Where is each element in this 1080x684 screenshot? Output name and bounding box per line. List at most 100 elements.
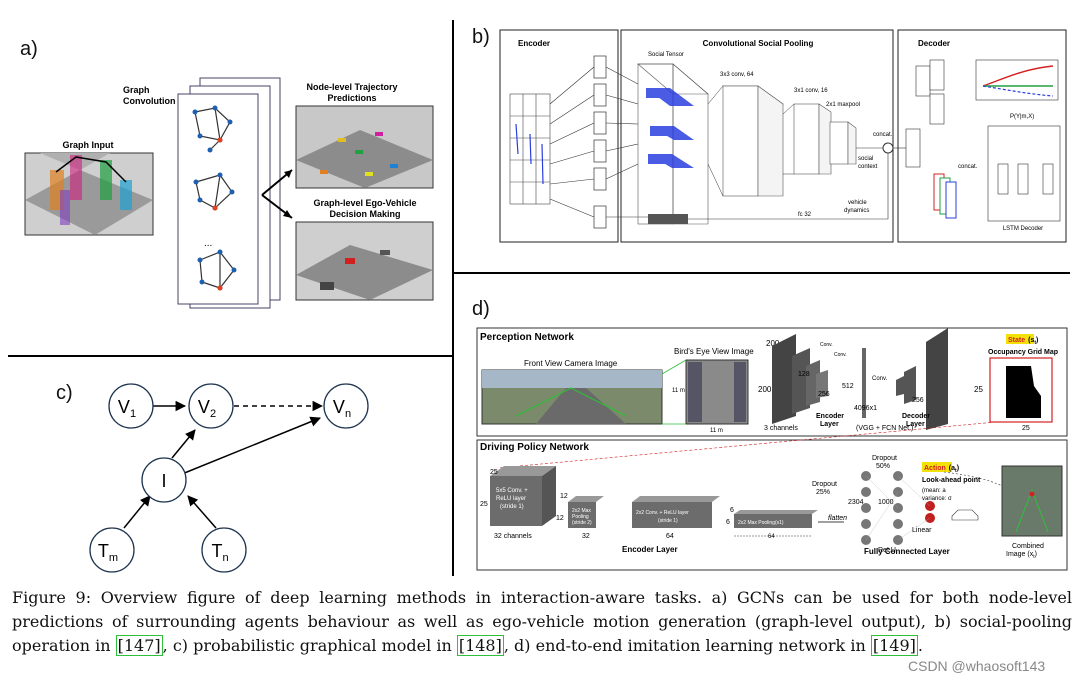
d-front-view-label: Front View Camera Image	[524, 359, 618, 368]
d-2304: 2304	[848, 499, 864, 506]
graph-level-label-2: Decision Making	[329, 209, 400, 219]
node-tm	[89, 527, 135, 573]
svg-text:V1: V1	[118, 397, 136, 420]
b-conv2-label: 3x1 conv, 16	[794, 88, 828, 94]
d-car-icon	[951, 509, 979, 521]
d-policy-title: Driving Policy Network	[480, 442, 589, 453]
d-state-label: State(st)	[1008, 337, 1038, 346]
d-3-channels: 3 channels	[764, 425, 798, 432]
b-pdist-label: P(Y|m,X)	[1010, 114, 1034, 120]
d-action-highlight	[922, 462, 952, 472]
d-conv5-2: ReLU layer	[496, 496, 526, 502]
b-fc-label: fc 32	[798, 212, 812, 218]
d-conv2x2: 2x2 Conv. + ReLU layer	[636, 510, 689, 516]
d-variance: variance: σ	[922, 496, 952, 502]
b-social-context-1: social	[858, 156, 873, 162]
panel-a-letter: a)	[20, 38, 38, 60]
d-p64b: 64	[768, 534, 775, 540]
panel-d-figure: Perception Network Front View Camera Ima…	[476, 327, 1068, 571]
b-decoder-title: Decoder	[918, 39, 950, 48]
d-perception-title: Perception Network	[480, 332, 574, 343]
d-action-label: Action(at)	[924, 465, 959, 474]
d-maxpool2-1: 2x2 Max	[572, 508, 591, 514]
b-social-tensor-label: Social Tensor	[648, 52, 684, 58]
b-lstm-decoder-label: LSTM Decoder	[1003, 226, 1043, 232]
b-maxpool-label: 2x1 maxpool	[826, 102, 860, 108]
citation-147[interactable]: [147]	[115, 635, 163, 656]
panel-a-figure: Graph Input Graph Convolution ... Node-l…	[24, 77, 434, 309]
d-state-highlight	[1006, 334, 1034, 344]
d-128: 128	[798, 371, 810, 378]
d-dropout50-1: Dropout	[872, 455, 897, 462]
d-256a: 256	[818, 391, 830, 398]
d-11m-label: 11 m	[672, 388, 685, 394]
horizontal-divider-right	[453, 272, 1070, 274]
d-occupancy-label: Occupancy Grid Map	[988, 349, 1058, 356]
d-bev-label: Bird's Eye View Image	[674, 347, 754, 356]
d-lookahead: Look-ahead point	[922, 477, 981, 484]
d-1000: 1000	[878, 499, 894, 506]
d-conv5-1: 5x5 Conv. +	[496, 488, 528, 494]
d-decoder-layer-1: Decoder	[902, 413, 930, 420]
d-256b: 256	[912, 397, 924, 404]
d-linear: Linear	[912, 527, 932, 534]
d-25a: 25	[974, 385, 983, 394]
svg-text:Tm: Tm	[98, 541, 118, 564]
panel-c-figure: V1 V2 Vn I Tm Tn	[89, 383, 369, 573]
d-conv-c: Conv.	[872, 376, 888, 382]
b-social-context-2: context	[858, 164, 878, 170]
d-encoder-layer-1: Encoder	[816, 413, 844, 420]
d-p32: 32	[582, 533, 590, 540]
d-conv-a: Conv.	[820, 342, 833, 348]
d-maxpool3: 2x2 Max Pooling(s1)	[738, 520, 784, 526]
d-stride1b: (stride 1)	[658, 518, 678, 524]
d-encoder-layer-2: Layer	[820, 421, 839, 428]
panel-b-figure: Encoder Convolutional Social Pooling Dec…	[499, 29, 1067, 243]
citation-148[interactable]: [148]	[456, 635, 504, 656]
node-v2	[188, 383, 234, 429]
node-v1	[108, 383, 154, 429]
d-200a: 200	[766, 339, 780, 348]
d-maxpool2-2: Pooling	[572, 514, 589, 520]
b-encoder-title: Encoder	[518, 39, 550, 48]
b-concat-node	[882, 142, 894, 154]
node-level-label-2: Predictions	[327, 93, 376, 103]
d-p6b: 6	[726, 519, 730, 526]
d-conv-b: Conv.	[834, 352, 847, 358]
graph-conv-ellipsis: ...	[204, 238, 212, 249]
d-dropout25-2: 25%	[816, 489, 830, 496]
d-25b: 25	[1022, 425, 1030, 432]
caption-text-1: Figure 9: Overview figure of deep learni…	[12, 588, 1072, 655]
d-1m-label: 11 m	[710, 428, 723, 434]
d-maxpool2-3: (stride 2)	[572, 520, 592, 526]
d-32-channels: 32 channels	[494, 533, 532, 540]
d-dropout25-1: Dropout	[812, 481, 837, 488]
d-p25b: 25	[480, 501, 488, 508]
vertical-divider-top	[452, 20, 454, 272]
d-vgg-fcn: (VGG + FCN Net.)	[856, 425, 913, 432]
d-mean: (mean: a	[922, 488, 946, 494]
caption-text-4: .	[917, 636, 923, 655]
figure-caption: Figure 9: Overview figure of deep learni…	[12, 586, 1072, 658]
d-combined-2: Image (xt)	[1006, 551, 1037, 560]
d-p25a: 25	[490, 469, 498, 476]
d-encoder-layer: Encoder Layer	[622, 545, 678, 554]
b-conv1-label: 3x3 conv, 64	[720, 72, 754, 78]
node-tn	[201, 527, 247, 573]
d-512: 512	[842, 383, 854, 390]
node-level-label-1: Node-level Trajectory	[306, 82, 397, 92]
panel-d-letter: d)	[472, 298, 490, 320]
d-200b: 200	[758, 385, 772, 394]
d-p12a: 12	[560, 493, 568, 500]
caption-text-2: , c) probabilistic graphical model in	[162, 636, 457, 655]
panel-c-letter: c)	[56, 382, 73, 404]
d-relu: ReLU	[878, 547, 896, 554]
node-i	[141, 457, 187, 503]
svg-text:Tn: Tn	[211, 541, 228, 564]
b-csp-title: Convolutional Social Pooling	[703, 39, 814, 48]
svg-text:I: I	[161, 471, 166, 491]
d-conv5-3: (stride 1)	[500, 504, 524, 510]
d-p64a: 64	[666, 533, 674, 540]
citation-149[interactable]: [149]	[870, 635, 918, 656]
d-p12b: 12	[556, 515, 564, 522]
